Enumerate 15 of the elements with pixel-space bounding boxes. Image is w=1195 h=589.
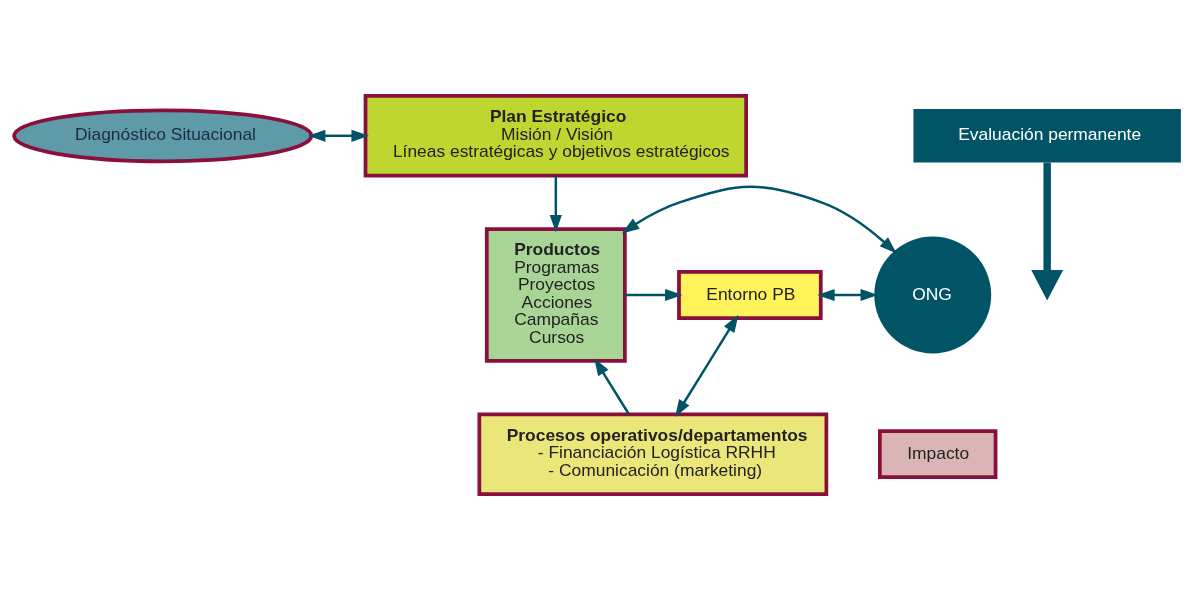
arrow xyxy=(549,175,562,232)
node-box: Evaluación permanente xyxy=(913,108,1181,162)
node-box: Productos Programas Proyectos Acciones Campañas Cursos xyxy=(484,226,627,363)
arrow xyxy=(621,185,897,254)
arrow xyxy=(817,288,878,301)
node-box: Plan Estratégico Misión / Visión Líneas estratégicas y objetivos estratégicos xyxy=(363,93,748,177)
arrow xyxy=(675,314,739,417)
arrow xyxy=(1031,162,1064,301)
arrow xyxy=(594,357,630,415)
arrow xyxy=(625,288,683,301)
arrow xyxy=(307,129,369,142)
node-box: Impacto xyxy=(878,428,998,479)
node-box: Entorno PB xyxy=(677,269,823,320)
node-box: Procesos operativos/departamentos - Financiación Logística RRHH - Comunicación (marketing) xyxy=(477,412,829,496)
node-ellipse: Diagnóstico Situacional xyxy=(12,107,314,163)
